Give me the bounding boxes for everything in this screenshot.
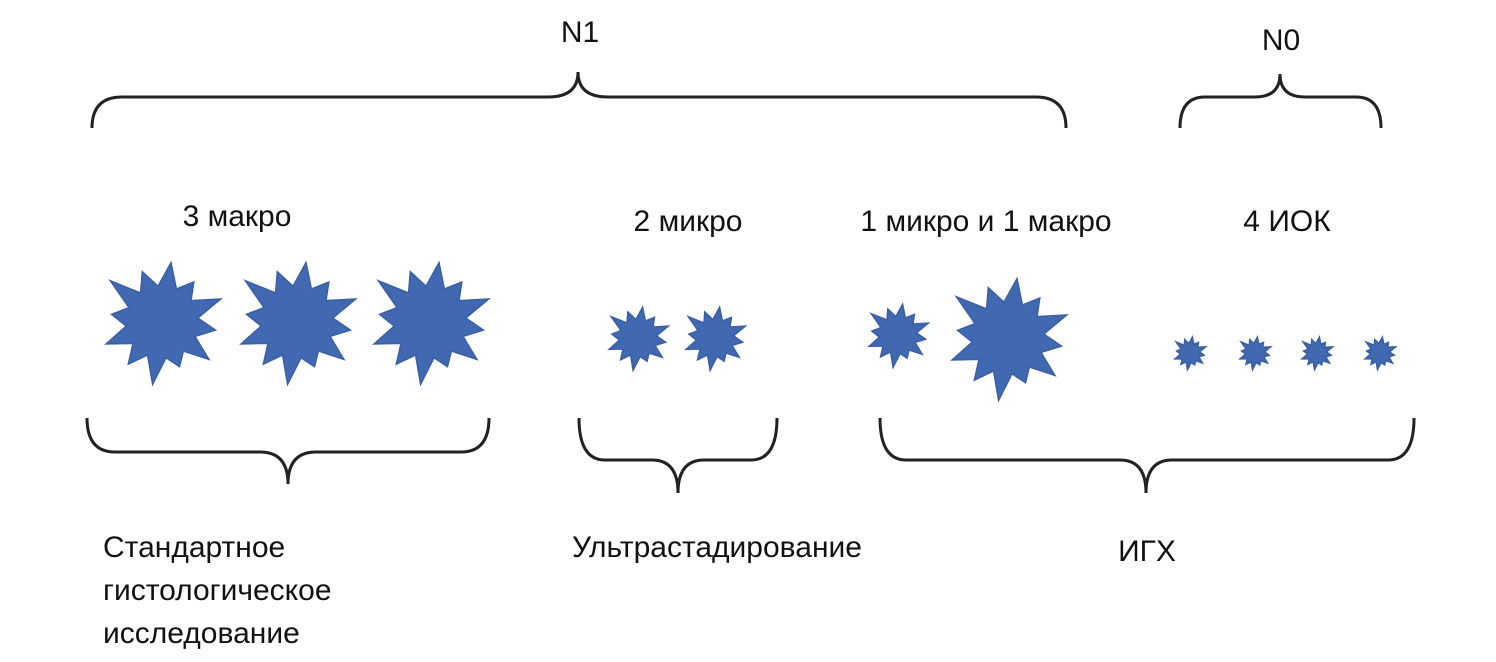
micro-metastasis-star-icon — [684, 305, 748, 373]
method-standard-line2: гистологическое — [103, 574, 332, 607]
n1-label: N1 — [561, 16, 599, 49]
itc-metastasis-star-icon — [1173, 335, 1208, 372]
n0-brace — [1178, 73, 1383, 129]
n0-label: N0 — [1262, 24, 1300, 57]
method-ultrastaging: Ультрастадирование — [572, 531, 862, 564]
group-label-2-micro: 2 микро — [634, 205, 743, 238]
method-standard-line3: исследование — [103, 617, 300, 650]
group-label-micro-macro: 1 микро и 1 макро — [860, 205, 1111, 238]
group-label-3-macro: 3 макро — [183, 200, 292, 233]
macro-metastasis-star-icon — [104, 260, 223, 387]
n1-brace — [90, 71, 1068, 129]
metastasis-markers — [104, 260, 1398, 403]
itc-metastasis-star-icon — [1363, 335, 1398, 372]
method-standard-line1: Стандартное — [103, 531, 285, 564]
micro-metastasis-star-icon — [867, 302, 931, 370]
macro-metastasis-star-icon — [372, 260, 491, 387]
ihc-brace — [878, 417, 1416, 494]
method-ihc: ИГХ — [1118, 535, 1176, 568]
macro-metastasis-star-icon — [950, 276, 1069, 403]
itc-metastasis-star-icon — [1300, 335, 1335, 372]
ultra-brace — [577, 417, 779, 494]
group-label-4-itc: 4 ИОК — [1243, 205, 1331, 238]
itc-metastasis-star-icon — [1238, 335, 1273, 372]
micro-metastasis-star-icon — [607, 305, 671, 373]
macro-metastasis-star-icon — [239, 260, 358, 387]
standard-brace — [85, 417, 491, 485]
